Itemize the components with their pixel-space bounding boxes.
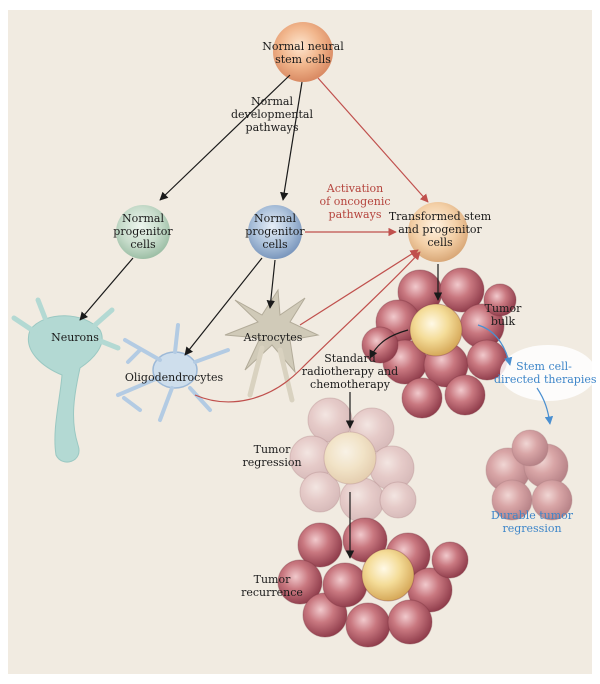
tumor-cell <box>432 542 468 578</box>
tumor-cell <box>380 482 416 518</box>
tumor-cell <box>346 603 390 647</box>
label-oligodendrocytes: Oligodendrocytes <box>124 371 224 384</box>
tumor-cell <box>512 430 548 466</box>
tumor-cell <box>402 378 442 418</box>
tumor-cell <box>323 563 367 607</box>
label-stem-directed-therapies: Stem cell-directed therapies <box>494 360 594 386</box>
tumor-core-cell <box>410 304 462 356</box>
label-neurons: Neurons <box>40 331 110 344</box>
tumor-core-cell <box>362 549 414 601</box>
tumor-cell <box>388 600 432 644</box>
label-astrocytes: Astrocytes <box>238 331 308 344</box>
tumor-cell <box>340 478 384 522</box>
tumor-core-cell <box>324 432 376 484</box>
tumor-cell <box>445 375 485 415</box>
